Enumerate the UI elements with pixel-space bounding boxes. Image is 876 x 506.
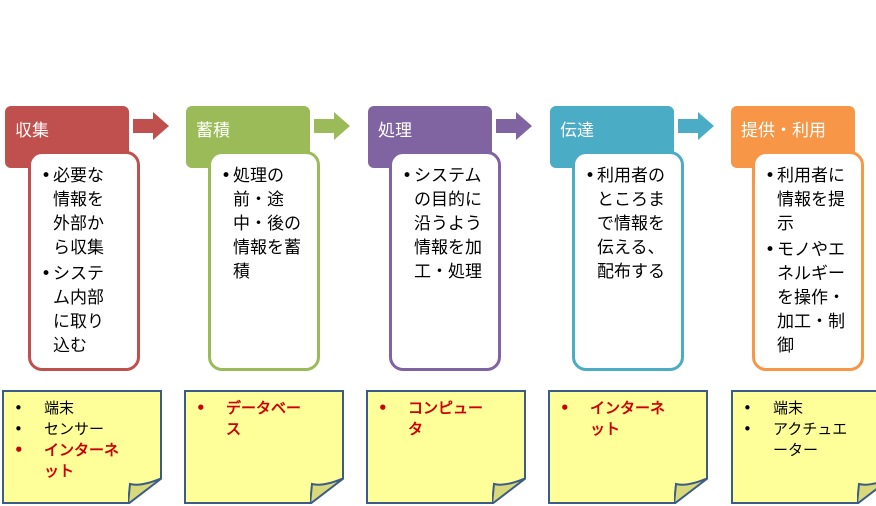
page-curl-icon	[310, 478, 344, 504]
description-item: 必要な情報を外部から収集	[41, 164, 111, 260]
technology-note: 端末アクチュエーター	[731, 390, 876, 504]
description-item: システムの目的に沿うよう情報を加工・処理	[402, 164, 488, 284]
description-item: システム内部に取り込む	[41, 262, 111, 358]
technology-note: 端末センサーインターネット	[2, 390, 162, 504]
flow-arrow-icon	[133, 112, 169, 140]
note-item: アクチュエーター	[741, 419, 849, 461]
stage-title: 処理	[378, 121, 412, 141]
stage-title: 提供・利用	[741, 121, 826, 141]
note-item: 端末	[12, 398, 120, 419]
flow-arrow-icon	[678, 112, 714, 140]
page-curl-icon	[857, 482, 876, 504]
description-item: 処理の前・途中・後の情報を蓄積	[221, 164, 307, 284]
stage-description-box: 必要な情報を外部から収集システム内部に取り込む	[28, 151, 140, 371]
technology-note: データベース	[184, 390, 344, 504]
page-curl-icon	[674, 478, 708, 504]
technology-note: インターネット	[548, 390, 708, 504]
note-item: データベース	[194, 398, 302, 440]
note-item: コンピュータ	[376, 398, 484, 440]
description-item: 利用者のところまで情報を伝える、配布する	[585, 164, 671, 284]
stage-title: 伝達	[560, 121, 594, 141]
page-curl-icon	[492, 478, 526, 504]
stage-title: 蓄積	[196, 121, 230, 141]
stage-description-box: 利用者に情報を提示モノやエネルギーを操作・加工・制御	[752, 151, 864, 371]
stage-description-box: 処理の前・途中・後の情報を蓄積	[208, 151, 320, 371]
note-item: センサー	[12, 419, 120, 440]
flow-arrow-icon	[314, 112, 350, 140]
note-item: インターネット	[12, 440, 120, 482]
note-item: インターネット	[558, 398, 666, 440]
note-item: 端末	[741, 398, 849, 419]
stage-description-box: 利用者のところまで情報を伝える、配布する	[572, 151, 684, 371]
stage-title: 収集	[15, 121, 49, 141]
description-item: モノやエネルギーを操作・加工・制御	[765, 238, 851, 358]
page-curl-icon	[128, 478, 162, 504]
flow-arrow-icon	[496, 112, 532, 140]
stage-description-box: システムの目的に沿うよう情報を加工・処理	[389, 151, 501, 371]
technology-note: コンピュータ	[366, 390, 526, 504]
description-item: 利用者に情報を提示	[765, 164, 851, 236]
